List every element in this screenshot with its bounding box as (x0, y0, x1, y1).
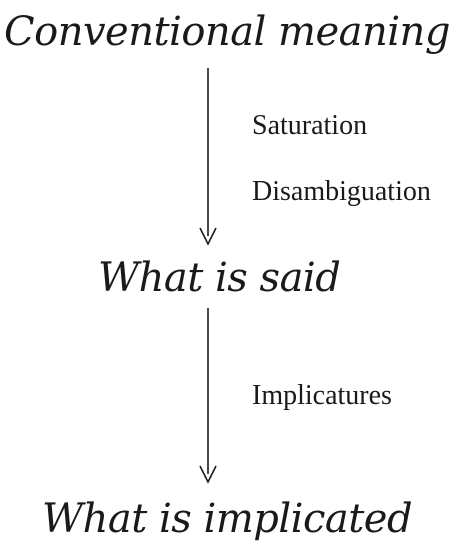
process-label-implicatures: Implicatures (252, 380, 392, 411)
arrow-conventional-to-said (199, 68, 217, 246)
process-label-disambiguation: Disambiguation (252, 176, 431, 207)
stage-what-is-implicated: What is implicated (42, 496, 413, 542)
process-label-saturation: Saturation (252, 110, 368, 141)
arrowhead-down-icon (199, 227, 217, 246)
stage-conventional-meaning: Conventional meaning (4, 9, 450, 55)
arrow-said-to-implicated (199, 308, 217, 484)
stage-what-is-said: What is said (98, 255, 341, 301)
arrowhead-down-icon (199, 465, 217, 484)
